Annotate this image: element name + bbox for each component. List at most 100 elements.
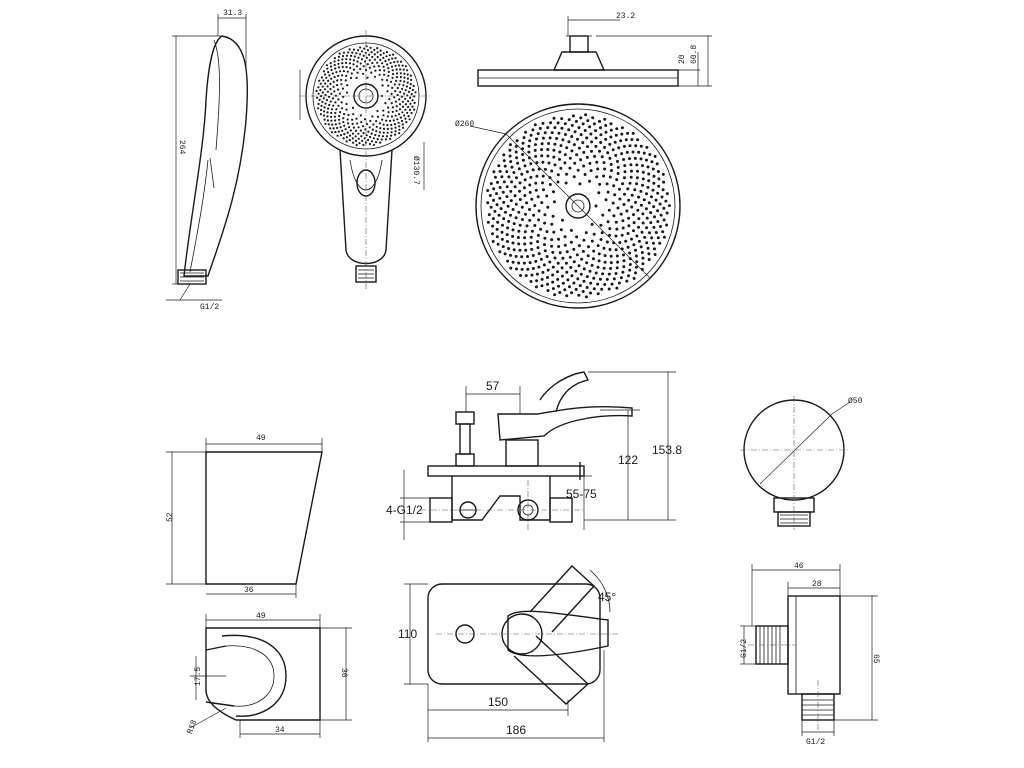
spray-hole — [518, 248, 522, 252]
spray-hole — [353, 55, 356, 58]
spray-hole — [579, 272, 583, 276]
spray-hole — [551, 214, 555, 218]
spray-hole — [396, 93, 399, 97]
spray-hole — [404, 103, 407, 106]
spray-hole — [343, 113, 346, 116]
spray-hole — [342, 95, 345, 98]
spray-hole — [534, 259, 538, 263]
spray-hole — [365, 68, 368, 72]
spray-hole — [387, 58, 390, 61]
spray-hole — [373, 53, 376, 56]
spray-hole — [553, 256, 557, 260]
spray-hole — [531, 128, 535, 132]
spray-hole — [541, 121, 545, 125]
elbow-side-thread-label: G1/2 — [740, 639, 749, 658]
spray-hole — [653, 154, 657, 158]
spray-hole — [546, 154, 550, 158]
spray-hole — [394, 130, 397, 133]
spray-hole — [502, 180, 506, 184]
spray-hole — [576, 277, 580, 281]
spray-hole — [333, 90, 336, 93]
spray-hole — [585, 275, 589, 279]
spray-hole — [382, 109, 385, 112]
spray-hole — [563, 243, 567, 247]
spray-hole — [391, 86, 394, 89]
spray-hole — [387, 106, 390, 109]
spray-hole — [319, 113, 322, 116]
spray-hole — [615, 227, 619, 231]
spray-hole — [626, 131, 629, 135]
spray-hole — [331, 72, 334, 75]
spray-hole — [551, 265, 555, 269]
spray-hole — [518, 223, 522, 227]
spray-hole — [327, 107, 330, 110]
spray-hole — [333, 75, 336, 79]
spray-hole — [630, 237, 633, 241]
spray-hole — [332, 104, 335, 107]
spray-hole — [390, 92, 393, 95]
spray-hole — [330, 77, 333, 80]
spray-hole — [662, 206, 666, 210]
spray-hole — [502, 217, 506, 221]
spray-hole — [583, 129, 587, 132]
spray-hole — [577, 146, 581, 150]
spray-hole — [386, 90, 389, 93]
spray-hole — [622, 259, 626, 263]
spray-hole — [590, 263, 594, 267]
spray-hole — [591, 116, 595, 120]
spray-hole — [399, 91, 402, 94]
spray-hole — [525, 170, 529, 174]
spray-hole — [597, 252, 601, 256]
spray-hole — [341, 87, 344, 90]
spray-hole — [373, 75, 377, 78]
spray-hole — [326, 67, 329, 70]
spray-hole — [609, 122, 613, 126]
spray-hole — [556, 121, 560, 125]
spray-hole — [615, 286, 619, 290]
spray-hole — [517, 167, 521, 171]
spray-hole — [588, 125, 592, 129]
spray-hole — [612, 214, 616, 218]
spray-hole — [533, 204, 537, 208]
spray-hole — [382, 123, 385, 126]
spray-hole — [649, 211, 653, 215]
spray-hole — [641, 170, 645, 174]
spray-hole — [667, 204, 671, 208]
spray-hole — [394, 100, 397, 103]
spray-hole — [546, 282, 549, 286]
spray-hole — [323, 73, 326, 76]
spray-hole — [537, 218, 541, 222]
spray-hole — [645, 158, 648, 162]
spray-hole — [571, 114, 575, 118]
spray-hole — [506, 204, 510, 208]
spray-hole — [508, 148, 512, 152]
spray-hole — [339, 134, 343, 137]
spray-hole — [409, 74, 412, 77]
spray-hole — [356, 122, 359, 125]
spray-hole — [347, 51, 350, 54]
spray-hole — [514, 202, 518, 206]
spray-hole — [601, 272, 605, 276]
spray-hole — [366, 76, 369, 79]
spray-hole — [630, 138, 634, 141]
spray-hole — [376, 138, 379, 141]
spray-hole — [622, 253, 625, 257]
spray-hole — [366, 49, 370, 52]
spray-hole — [334, 131, 337, 134]
spray-hole — [392, 53, 395, 56]
spray-hole — [362, 132, 365, 135]
spray-hole — [495, 203, 499, 207]
spray-hole — [532, 213, 536, 217]
spray-hole — [384, 60, 387, 63]
spray-hole — [376, 55, 379, 59]
spray-hole — [358, 142, 361, 145]
spray-hole — [329, 65, 333, 68]
spray-hole — [630, 193, 634, 197]
spray-hole — [330, 115, 333, 118]
spray-hole — [556, 180, 560, 184]
spray-hole — [644, 207, 648, 211]
spray-hole — [345, 91, 349, 94]
spray-hole — [534, 154, 538, 158]
spray-hole — [381, 62, 384, 65]
